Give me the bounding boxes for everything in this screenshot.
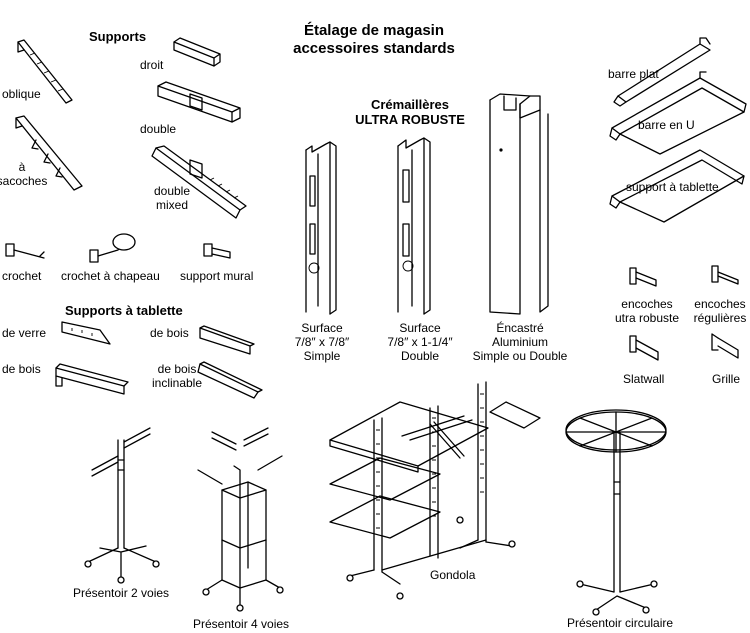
label-surface-simple-line2: 7/8″ x 7/8″: [294, 335, 350, 349]
label-crochet-chapeau: crochet à chapeau: [61, 269, 160, 283]
support-mural-drawing: [203, 243, 231, 259]
support-a-tablette-bar-drawing: [609, 149, 745, 223]
standard-surface-simple-drawing: [305, 141, 337, 315]
label-surface-double-line1: Surface: [399, 321, 441, 335]
label-inclinable-line2: inclinable: [151, 376, 203, 390]
support-droit-drawing: [173, 37, 221, 67]
label-double: double: [140, 122, 177, 136]
label-encoches-ultra: encoches utra robuste: [615, 297, 679, 325]
label-gondola: Gondola: [430, 568, 476, 582]
label-de-verre: de verre: [2, 326, 47, 340]
label-a-sacoches: à sacoches: [0, 160, 47, 188]
label-encastre-line2: Aluminium: [491, 335, 549, 349]
supports-heading: Supports: [89, 29, 147, 44]
standard-surface-double-drawing: [397, 137, 431, 315]
label-droit: droit: [140, 58, 164, 72]
label-surface-simple: Surface 7/8″ x 7/8″ Simple: [295, 321, 350, 363]
label-encoches-reg-line2: régulières: [693, 311, 747, 325]
label-surface-simple-line3: Simple: [303, 349, 341, 363]
label-encastre-line3: Simple ou Double: [472, 349, 568, 363]
label-surface-double: Surface 7/8″ x 1-1/4″ Double: [387, 321, 452, 363]
label-inclinable-line1: de bois: [157, 362, 197, 376]
gondola-drawing: [329, 381, 541, 600]
encoches-regulieres-drawing: [711, 265, 739, 285]
support-double-mixed-drawing: [151, 145, 247, 219]
presentoir-2-voies-drawing: [84, 427, 160, 584]
label-encastre: Éncastré Aluminium Simple ou Double: [473, 321, 568, 363]
cremailleres-heading: Crémaillères ULTRA ROBUSTE: [355, 97, 465, 127]
label-de-bois-right: de bois: [150, 326, 189, 340]
tablette-bois-right-drawing: [199, 325, 255, 355]
page-title-line2: accessoires standards: [293, 40, 455, 57]
label-a-sacoches-line1: à: [18, 160, 26, 174]
slatwall-drawing: [629, 335, 659, 361]
label-encoches-ultra-line1: encoches: [621, 297, 673, 311]
crochet-chapeau-drawing: [89, 233, 136, 263]
support-a-sacoches-drawing: [15, 115, 83, 191]
label-encoches-ultra-line2: utra robuste: [614, 311, 680, 325]
label-oblique: oblique: [2, 87, 41, 101]
label-double-mixed: double mixed: [154, 184, 190, 212]
tablette-verre-drawing: [61, 321, 111, 345]
label-slatwall: Slatwall: [623, 372, 665, 386]
tablette-bois-left-drawing: [55, 363, 129, 395]
barre-plat-drawing: [613, 37, 711, 107]
label-presentoir-circulaire: Présentoir circulaire: [567, 616, 674, 630]
label-surface-double-line3: Double: [400, 349, 440, 363]
label-barre-en-u: barre en U: [638, 118, 695, 132]
presentoir-circulaire-drawing: [565, 409, 667, 616]
label-crochet: crochet: [2, 269, 42, 283]
label-encastre-line1: Éncastré: [496, 321, 544, 335]
label-presentoir-2-voies: Présentoir 2 voies: [73, 586, 170, 600]
support-double-drawing: [157, 81, 241, 123]
label-support-mural: support mural: [180, 269, 254, 283]
cremailleres-heading-line1: Crémaillères: [370, 97, 450, 112]
label-double-mixed-line1: double: [153, 184, 191, 198]
label-de-bois-inclinable: de bois inclinable: [152, 362, 202, 390]
label-barre-plat: barre plat: [608, 67, 659, 81]
label-a-sacoches-line2: sacoches: [0, 174, 48, 188]
label-surface-simple-line1: Surface: [301, 321, 343, 335]
crochet-drawing: [5, 243, 45, 259]
presentoir-4-voies-drawing: [197, 427, 284, 612]
label-grille: Grille: [712, 372, 741, 386]
barre-en-u-drawing: [609, 71, 747, 155]
label-de-bois-left: de bois: [2, 362, 41, 376]
page-title-line1: Étalage de magasin: [303, 22, 445, 39]
label-presentoir-4-voies: Présentoir 4 voies: [193, 617, 290, 631]
cremailleres-heading-line2: ULTRA ROBUSTE: [355, 112, 465, 127]
label-support-a-tablette: support à tablette: [626, 180, 719, 194]
encoches-ultra-robuste-drawing: [629, 267, 657, 287]
label-encoches-reg-line1: encoches: [694, 297, 746, 311]
label-double-mixed-line2: mixed: [155, 198, 189, 212]
support-oblique-drawing: [17, 39, 73, 104]
page-title: Étalage de magasin accessoires standards: [293, 22, 455, 58]
label-encoches-regulieres: encoches régulières: [694, 297, 747, 325]
tablette-heading: Supports à tablette: [65, 303, 183, 318]
grille-drawing: [711, 333, 739, 359]
tablette-inclinable-drawing: [197, 361, 263, 399]
label-surface-double-line2: 7/8″ x 1-1/4″: [387, 335, 453, 349]
standard-encastre-drawing: [489, 93, 549, 315]
